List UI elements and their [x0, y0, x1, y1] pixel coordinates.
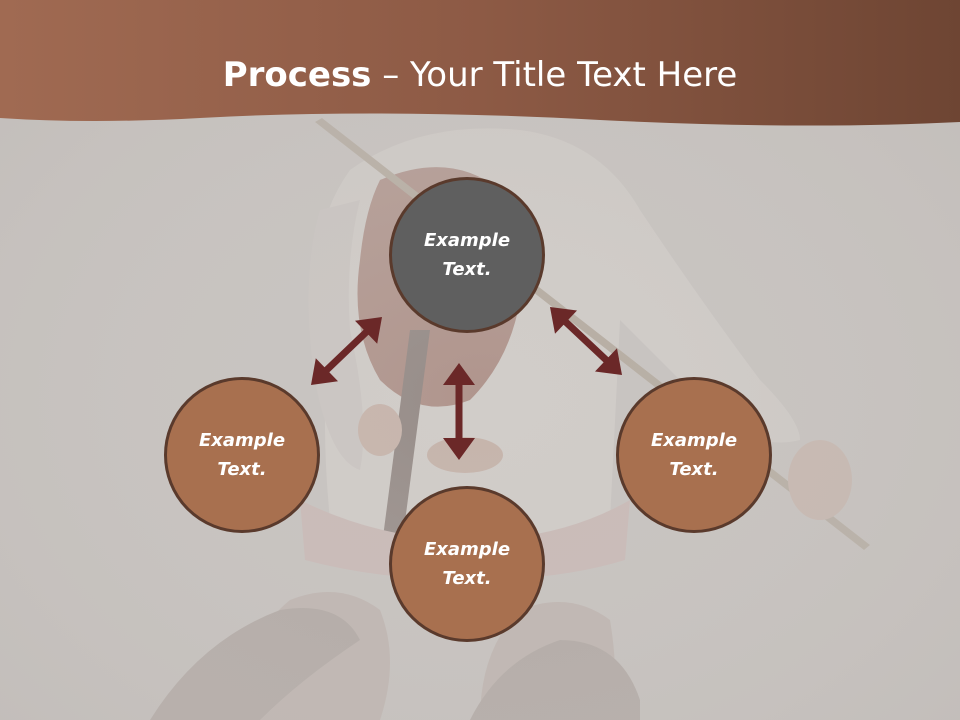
double-arrow-top-left [311, 317, 382, 385]
slide-title: Process – Your Title Text Here [0, 55, 960, 95]
node-bottom-text: Example Text. [423, 539, 511, 589]
node-left-text: Example Text. [198, 430, 286, 480]
double-arrow-shape [443, 363, 475, 460]
double-arrow-top-right [550, 307, 622, 375]
process-node-right[interactable]: Example Text. [616, 377, 772, 533]
double-arrow-shape [311, 317, 382, 385]
node-top-text: Example Text. [423, 230, 511, 280]
process-node-bottom[interactable]: Example Text. [389, 486, 545, 642]
title-bold: Process [222, 55, 372, 95]
process-node-left[interactable]: Example Text. [164, 377, 320, 533]
double-arrow-top-bottom [443, 363, 475, 460]
title-rest: – Your Title Text Here [371, 55, 738, 95]
header-band [0, 0, 960, 126]
process-node-top[interactable]: Example Text. [389, 177, 545, 333]
node-right-text: Example Text. [650, 430, 738, 480]
double-arrow-shape [550, 307, 622, 375]
